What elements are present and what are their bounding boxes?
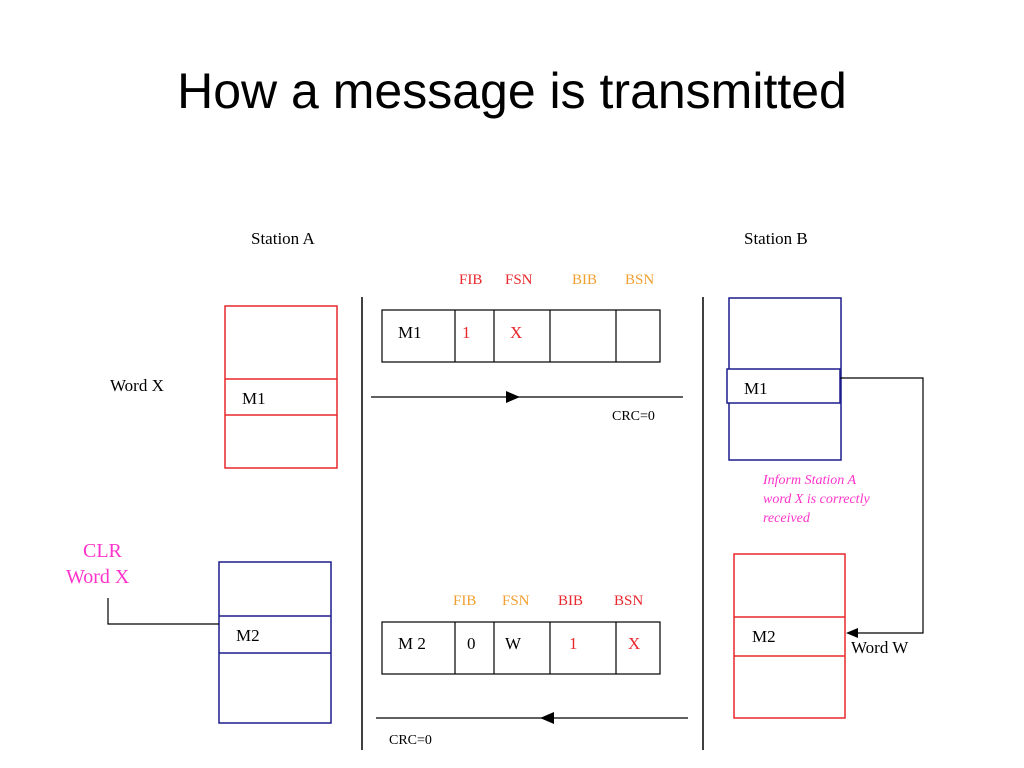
station-a-buffer-bottom bbox=[218, 561, 332, 724]
bottom-frame bbox=[381, 621, 661, 675]
word-w-connector bbox=[840, 377, 924, 634]
inform-line-3: received bbox=[763, 511, 810, 526]
word-w-label: Word W bbox=[851, 638, 909, 657]
bottom-cell-fsn: W bbox=[505, 634, 522, 653]
station-a-buffer-top-label: M1 bbox=[242, 389, 266, 408]
page-title: How a message is transmitted bbox=[177, 63, 847, 119]
top-header-fsn: FSN bbox=[505, 272, 533, 288]
bottom-header-bsn: BSN bbox=[614, 593, 644, 609]
bottom-cell-bib: 1 bbox=[569, 634, 578, 653]
top-cell-message: M1 bbox=[398, 323, 422, 342]
station-b-buffer-bottom bbox=[733, 553, 846, 719]
bottom-cell-bsn: X bbox=[628, 634, 641, 653]
clr-connector bbox=[107, 598, 219, 625]
top-crc-label: CRC=0 bbox=[612, 409, 655, 424]
station-b-buffer-top-label: M1 bbox=[744, 379, 768, 398]
top-cell-fib: 1 bbox=[462, 323, 471, 342]
bottom-cell-fib: 0 bbox=[467, 634, 476, 653]
station-b-label: Station B bbox=[744, 229, 808, 248]
top-frame bbox=[381, 309, 661, 363]
bottom-arrowhead bbox=[540, 712, 554, 724]
clr-word-x-label: Word X bbox=[66, 566, 130, 588]
word-w-arrowhead bbox=[846, 628, 858, 638]
station-a-buffer-bottom-label: M2 bbox=[236, 626, 260, 645]
station-b-buffer-bottom-label: M2 bbox=[752, 627, 776, 646]
station-b-buffer-top bbox=[726, 297, 842, 461]
top-header-bsn: BSN bbox=[625, 272, 655, 288]
station-a-buffer-top bbox=[224, 305, 338, 469]
bottom-crc-label: CRC=0 bbox=[389, 733, 432, 748]
top-header-bib: BIB bbox=[572, 272, 598, 288]
bottom-header-bib: BIB bbox=[558, 593, 584, 609]
clr-label: CLR bbox=[83, 540, 122, 562]
bottom-cell-message: M 2 bbox=[398, 634, 426, 653]
word-x-label: Word X bbox=[110, 376, 164, 395]
bottom-header-fsn: FSN bbox=[502, 593, 530, 609]
top-header-fib: FIB bbox=[459, 272, 483, 288]
top-cell-fsn: X bbox=[510, 323, 523, 342]
inform-line-1: Inform Station A bbox=[763, 473, 857, 488]
top-arrowhead bbox=[506, 391, 520, 403]
inform-line-2: word X is correctly bbox=[763, 492, 870, 507]
bottom-header-fib: FIB bbox=[453, 593, 477, 609]
station-a-label: Station A bbox=[251, 229, 315, 248]
